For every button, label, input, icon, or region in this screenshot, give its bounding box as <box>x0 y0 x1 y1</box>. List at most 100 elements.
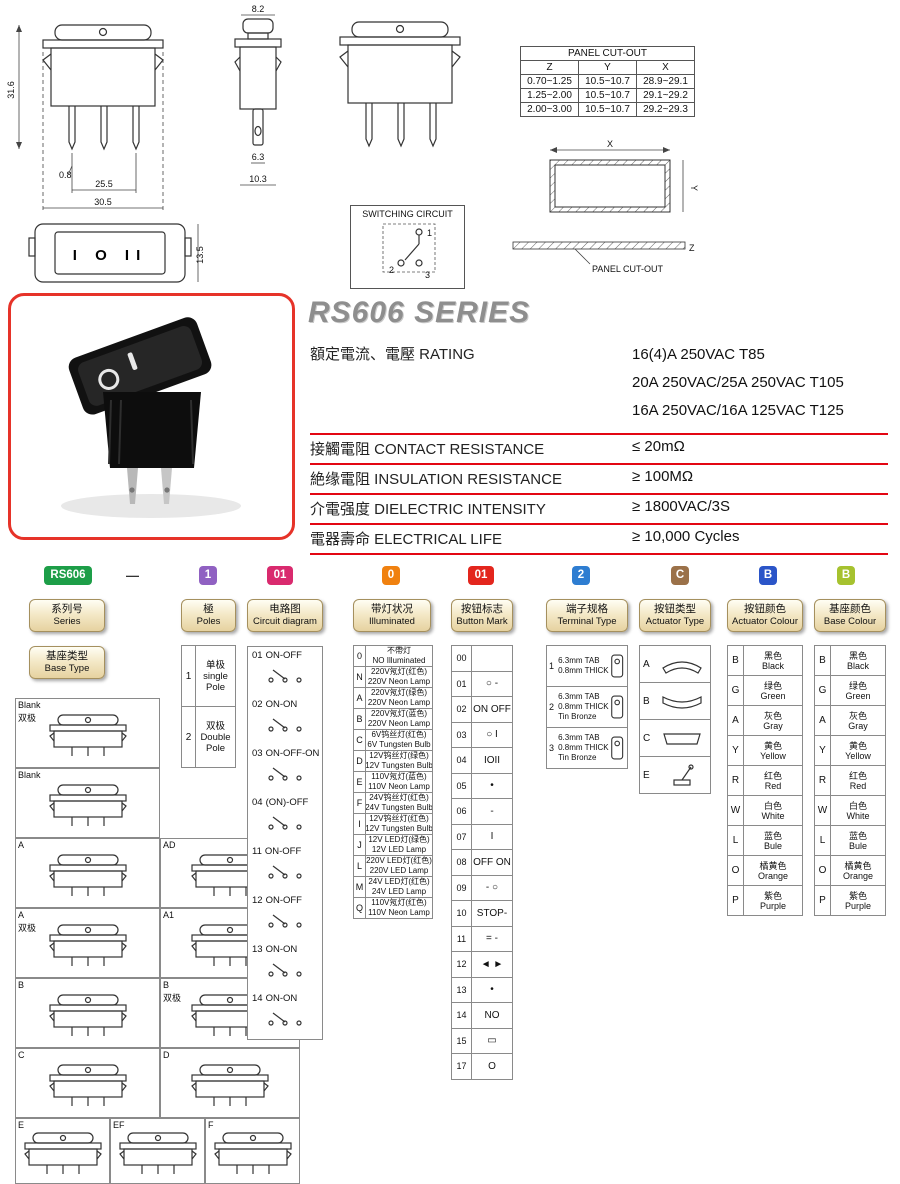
button-mark-option: 02 ON OFF <box>451 696 513 723</box>
rating-label: 絶缘電阻 INSULATION RESISTANCE <box>310 471 562 488</box>
actuator-type-option: A <box>639 645 711 683</box>
illuminated-option: D 12V钨丝灯(绿色) 12V Tungsten Bulb <box>353 750 433 772</box>
ordering-badge: 01 <box>267 566 293 585</box>
ordering-badge: B <box>759 566 777 585</box>
button-mark-symbol: I <box>490 831 494 843</box>
base-type-cell: F <box>205 1118 300 1184</box>
button-mark-option: 07 I <box>451 823 513 850</box>
ordering-label: 基座颜色 Base Colour <box>814 599 886 632</box>
button-mark-code: 12 <box>452 952 472 977</box>
colour-label-en: Green <box>845 690 871 701</box>
rating-label: 接觸電阻 CONTACT RESISTANCE <box>310 441 545 458</box>
illuminated-option: 0 不帶灯 NO Illuminated <box>353 645 433 667</box>
ordering-label: 按钮类型 Actuator Type <box>639 599 711 632</box>
illuminated-label-en: 110V Neon Lamp <box>368 782 430 791</box>
actuator-type-option: C <box>639 719 711 757</box>
illuminated-label-en: 220V Neon Lamp <box>367 698 431 707</box>
ordering-label: 系列号 Series <box>29 599 105 632</box>
illuminated-code: L <box>354 856 366 876</box>
button-mark-code: 00 <box>452 646 472 671</box>
circuit-label: ON-ON <box>265 699 298 710</box>
terminal-tab-icon <box>610 695 623 719</box>
illuminated-code: C <box>354 730 366 750</box>
button-mark-symbol: • <box>490 984 494 996</box>
illuminated-label-zh: 不帶灯 <box>387 646 411 655</box>
illuminated-label-en: NO Illuminated <box>372 656 426 665</box>
illuminated-label-en: 12V Tungsten Bulb <box>366 761 432 770</box>
base-type-cell: A <box>15 838 160 908</box>
ordering-label: 电路图 Circuit diagram <box>247 599 323 632</box>
illuminated-code: J <box>354 835 366 855</box>
illuminated-option: B 220V氖灯(蓝色) 220V Neon Lamp <box>353 708 433 730</box>
base-colour-option: W 白色 White <box>814 795 886 826</box>
colour-label-zh: 蓝色 <box>763 830 782 841</box>
colour-label-en: Purple <box>759 900 786 911</box>
colour-label-en: Orange <box>757 870 789 881</box>
terminal-code: 1 <box>549 661 555 671</box>
ordering-label: 带灯状况 Illuminated <box>353 599 431 632</box>
actuator-shape-icon <box>657 726 707 750</box>
colour-code: L <box>728 826 744 855</box>
base-type-code: A <box>18 910 25 920</box>
base-type-cell: C <box>15 1048 160 1118</box>
base-colour-option: L 蓝色 Bule <box>814 825 886 856</box>
illuminated-code: D <box>354 751 366 771</box>
base-type-code: EF <box>113 1120 125 1130</box>
switch-front-icon <box>48 784 127 826</box>
switch-front-icon <box>48 924 127 966</box>
colour-code: G <box>728 676 744 705</box>
ordering-badge: RS606 <box>44 566 92 585</box>
base-type-code: D <box>163 1050 170 1060</box>
button-mark-option: 11 = - <box>451 925 513 952</box>
ordering-label: 按钮标志 Button Mark <box>451 599 513 632</box>
base-colour-option: B 黑色 Black <box>814 645 886 676</box>
svg-text:31.6: 31.6 <box>6 81 16 99</box>
ordering-label: 按钮颜色 Actuator Colour <box>727 599 803 632</box>
panel-cutout-drawing-icon: X Y PANEL CUT-OUT Z <box>512 139 699 274</box>
button-mark-symbol: ○ - <box>485 678 499 690</box>
colour-code: G <box>815 676 831 705</box>
colour-label-en: Bule <box>848 840 867 851</box>
pole-label-en: Double Pole <box>200 731 231 754</box>
colour-code: Y <box>728 736 744 765</box>
svg-text:1: 1 <box>427 228 432 238</box>
illuminated-label-zh: 220V氖灯(绿色) <box>370 688 427 697</box>
colour-label-zh: 紫色 <box>763 890 782 901</box>
colour-code: R <box>728 766 744 795</box>
colour-label-zh: 蓝色 <box>848 830 867 841</box>
button-mark-option: 10 STOP- <box>451 900 513 927</box>
circuit-code: 03 <box>252 748 263 759</box>
illuminated-label-zh: 6V钨丝灯(红色) <box>371 730 427 739</box>
actuator-type-option: E <box>639 756 711 794</box>
panel-cutout-headers: Z Y X <box>520 60 695 75</box>
terminal-type-table: 1 6.3mm TAB 0.8mm THICK 2 6.3mm TAB 0.8m… <box>546 645 628 769</box>
ordering-badge: B <box>837 566 855 585</box>
colour-label-zh: 灰色 <box>848 710 867 721</box>
switch-front-icon <box>191 1064 269 1106</box>
front-view-2-drawing-icon <box>339 21 461 148</box>
switch-front-icon <box>23 1131 102 1174</box>
actuator-colour-option: Y 黄色 Yellow <box>727 735 803 766</box>
poles-table: 1 单极 single Pole 2 双极 Double Pole <box>181 645 236 768</box>
illuminated-label-zh: 12V钨丝灯(绿色) <box>369 751 429 760</box>
pole-option: 1 单极 single Pole <box>181 645 236 707</box>
ordering-badge: C <box>671 566 689 585</box>
ordering-label: 極 Poles <box>181 599 236 632</box>
illuminated-option: F 24V钨丝灯(红色) 24V Tungsten Bulb <box>353 792 433 814</box>
ordering-badge: 2 <box>572 566 590 585</box>
base-type-header: 基座类型 Base Type <box>29 646 105 679</box>
button-mark-symbol: - <box>490 805 494 817</box>
switch-front-icon <box>213 1131 292 1174</box>
actuator-type-code: E <box>643 769 650 781</box>
illuminated-label-zh: 110V氖灯(蓝色) <box>371 772 427 781</box>
button-mark-option: 01 ○ - <box>451 670 513 697</box>
actuator-shape-icon <box>657 652 707 676</box>
illuminated-code: N <box>354 667 366 687</box>
